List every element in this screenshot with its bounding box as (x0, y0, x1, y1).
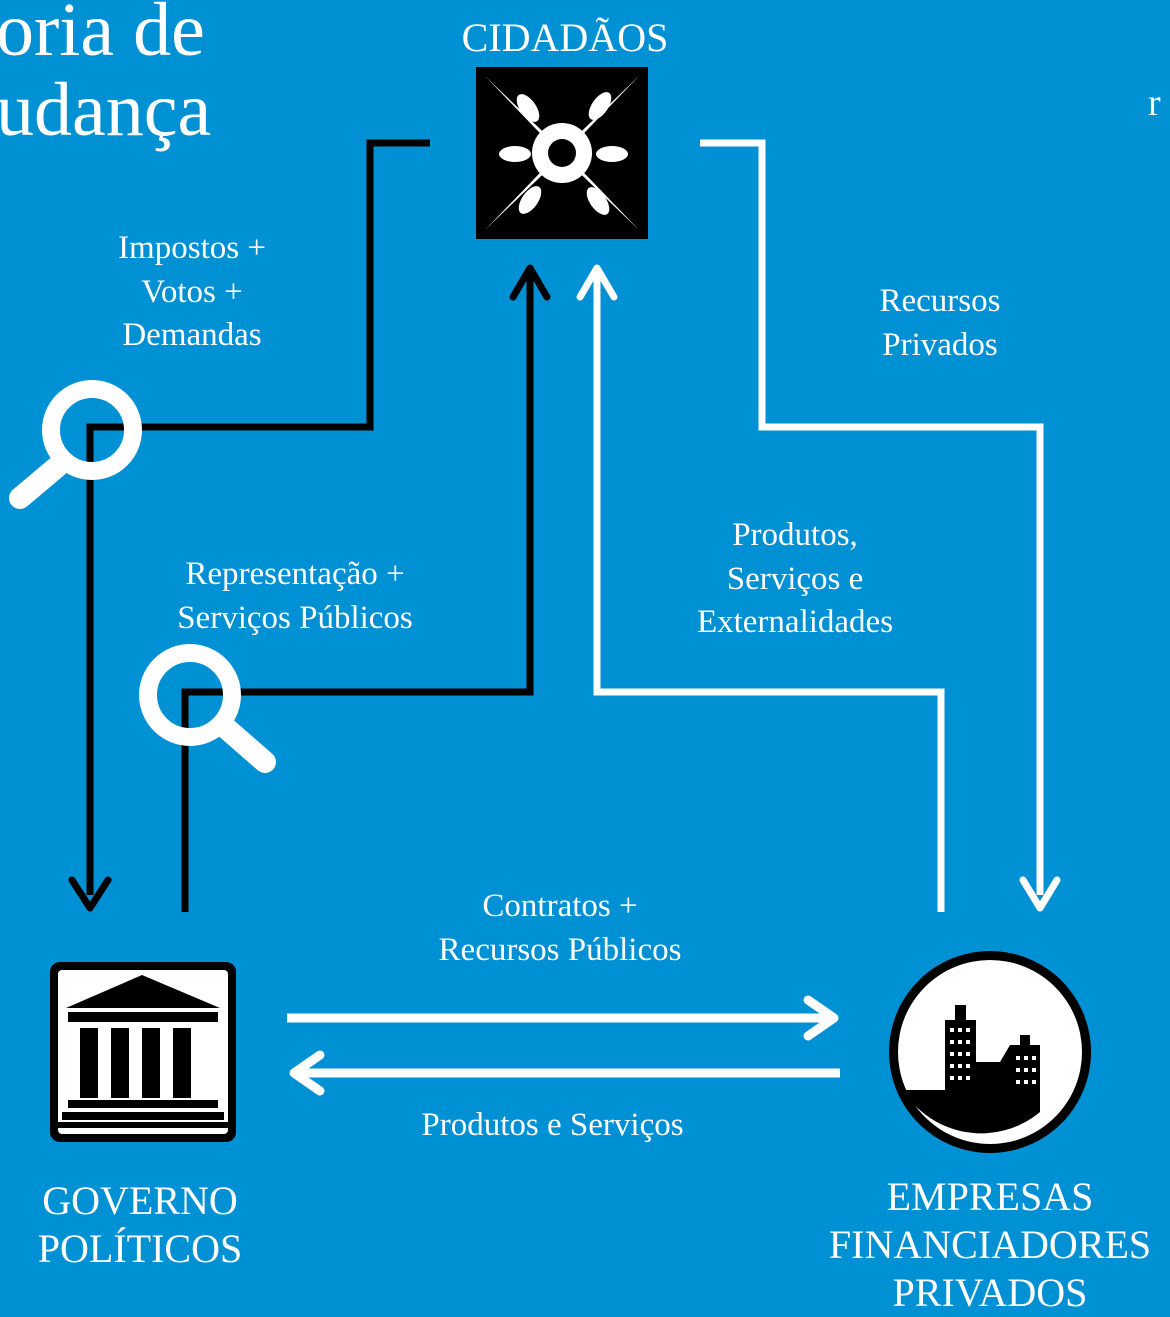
flow-label-taxes-line-2: Votos + (141, 273, 243, 310)
raised-hands-icon (476, 67, 648, 239)
flow-label-private-resources: Recursos Privados (840, 280, 1040, 367)
arrowhead-up-to-citizens-dark (509, 264, 551, 301)
flow-label-taxes-line-1: Impostos + (118, 230, 266, 266)
flow-label-contracts-line-1: Contratos + (482, 888, 638, 924)
flow-label-contracts: Contratos + Recursos Públicos (400, 885, 720, 972)
magnifying-glass-icon (9, 380, 142, 509)
node-label-government-line-1: GOVERNO (42, 1178, 238, 1223)
flow-label-private-resources-line-2: Privados (882, 326, 998, 363)
government-building-icon (50, 962, 236, 1142)
node-label-companies-line-2: FINANCIADORES (828, 1222, 1152, 1267)
flow-label-taxes: Impostos + Votos + Demandas (72, 227, 312, 358)
flow-label-representation: Representação + Serviços Públicos (140, 553, 450, 640)
flow-label-products-externalities-line-2: Serviços e (726, 560, 864, 597)
flow-label-representation-line-1: Representação + (185, 556, 405, 592)
flow-label-products-externalities-line-3: Externalidades (696, 604, 894, 641)
arrowhead-left-to-government (289, 1050, 325, 1096)
node-label-companies: EMPRESAS FINANCIADORES PRIVADOS (810, 1173, 1170, 1317)
flow-label-products-externalities: Produtos, Serviços e Externalidades (660, 514, 930, 645)
magnifying-glass-icon (139, 644, 276, 773)
flow-label-products-services: Produtos e Serviços (421, 1107, 684, 1143)
flow-label-products-externalities-line-1: Produtos, (732, 517, 858, 553)
arrowhead-down-to-companies (1019, 876, 1061, 912)
arrowhead-right-to-companies (803, 995, 839, 1041)
city-buildings-icon (889, 951, 1091, 1153)
node-label-companies-line-1: EMPRESAS (886, 1174, 1094, 1219)
node-label-government: GOVERNO POLÍTICOS (10, 1177, 270, 1273)
flow-line-products-externalities (593, 275, 945, 912)
flow-label-taxes-line-3: Demandas (122, 317, 262, 354)
title-line-1: oria de (0, 0, 205, 72)
flow-line-representation (181, 275, 534, 912)
arrowhead-down-to-government (68, 876, 112, 912)
flow-line-private-resources (700, 139, 1044, 895)
node-label-companies-line-3: PRIVADOS (892, 1270, 1088, 1315)
flow-label-contracts-line-2: Recursos Públicos (438, 931, 682, 968)
title-fragment-right: r (1148, 82, 1161, 124)
title-line-2: udança (0, 68, 212, 152)
arrowhead-up-to-citizens-light (576, 264, 618, 301)
flow-label-representation-line-2: Serviços Públicos (177, 599, 413, 636)
flow-label-private-resources-line-1: Recursos (879, 283, 1001, 319)
node-label-government-line-2: POLÍTICOS (37, 1226, 243, 1271)
flow-line-taxes (86, 139, 430, 895)
node-label-citizens: CIDADÃOS (461, 15, 669, 60)
